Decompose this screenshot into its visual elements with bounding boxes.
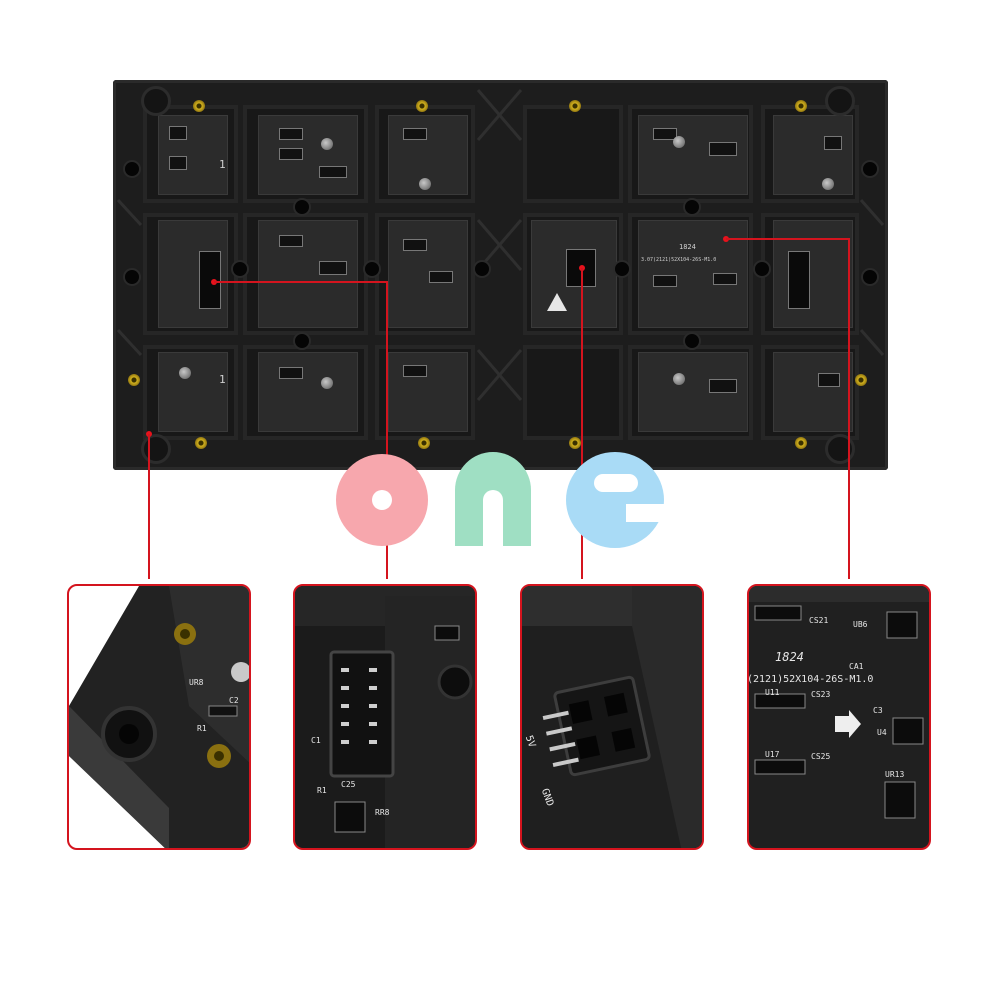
- led-module-back: 1 1824 3.07(2121)52X104-26S-M1.0: [113, 80, 888, 470]
- pcb-section: [258, 220, 358, 328]
- pcb-code: (2121)52X104-26S-M1.0: [747, 674, 874, 685]
- logo-letter-e: [566, 452, 668, 548]
- pcb-section: [258, 115, 358, 195]
- pcb-section: 1: [158, 352, 228, 432]
- pcb-section: [773, 115, 853, 195]
- mounting-hole: [293, 198, 311, 216]
- callout-line: [214, 281, 387, 283]
- silk-label: R1: [197, 724, 207, 733]
- silk-label: C3: [873, 706, 883, 715]
- mounting-hole: [613, 260, 631, 278]
- silk-label: CS21: [809, 616, 829, 625]
- pcb-code: 3.07(2121)52X104-26S-M1.0: [641, 257, 717, 263]
- brass-screw-insert: [569, 100, 581, 112]
- logo-letter-o: [336, 454, 428, 546]
- mounting-hole: [363, 260, 381, 278]
- silk-label: CS23: [811, 690, 831, 699]
- pcb-section: 1: [158, 115, 228, 195]
- pcb-section: 1824 3.07(2121)52X104-26S-M1.0: [638, 220, 748, 328]
- callout-line: [848, 238, 850, 579]
- silk-label: CA1: [849, 662, 864, 671]
- date-code: 1824: [679, 243, 696, 251]
- pcb-section: [158, 220, 228, 328]
- mounting-hole: [683, 332, 701, 350]
- brass-screw-insert: [416, 100, 428, 112]
- silk-label: UR13: [885, 770, 905, 779]
- pcb-section: [388, 115, 468, 195]
- pcb-section: [258, 352, 358, 432]
- pcb-section: [773, 352, 853, 432]
- brass-screw-insert: [193, 100, 205, 112]
- mounting-hole: [473, 260, 491, 278]
- mounting-hole: [861, 160, 879, 178]
- mounting-hole: [231, 260, 249, 278]
- silk-label: 1: [219, 373, 226, 386]
- brass-screw-insert: [795, 437, 807, 449]
- callout-line: [581, 268, 583, 579]
- brass-screw-insert: [855, 374, 867, 386]
- magnet: [825, 86, 855, 116]
- mounting-hole: [123, 268, 141, 286]
- silk-label: U17: [765, 750, 780, 759]
- pcb-section: [531, 220, 617, 328]
- pcb-section: [638, 352, 748, 432]
- silk-label: UR8: [189, 678, 204, 687]
- brass-screw-insert: [195, 437, 207, 449]
- callout-line: [386, 281, 388, 579]
- silk-label: C25: [341, 780, 356, 789]
- brass-screw-insert: [128, 374, 140, 386]
- silk-label: CS25: [811, 752, 831, 761]
- silk-label: U11: [765, 688, 780, 697]
- mounting-hole: [123, 160, 141, 178]
- zoom-driver-ic: CS21 UB6 1824 CA1 (2121)52X104-26S-M1.0 …: [747, 584, 931, 850]
- pcb-section: [388, 352, 468, 432]
- silk-label: U4: [877, 728, 887, 737]
- silk-label: UB6: [853, 620, 868, 629]
- callout-line: [726, 238, 849, 240]
- mounting-hole: [683, 198, 701, 216]
- zoom-magnet-corner: UR8 C2 R1: [67, 584, 251, 850]
- magnet: [141, 86, 171, 116]
- brass-screw-insert: [795, 100, 807, 112]
- silk-label: C1: [311, 736, 321, 745]
- frame-ribbing: [116, 89, 885, 401]
- date-code: 1824: [775, 650, 804, 664]
- logo-letter-n: [455, 452, 531, 546]
- mounting-hole: [861, 268, 879, 286]
- brass-screw-insert: [569, 437, 581, 449]
- pcb-section: [638, 115, 748, 195]
- zoom-power-connector: GND 5V: [520, 584, 704, 850]
- mounting-hole: [753, 260, 771, 278]
- brass-screw-insert: [418, 437, 430, 449]
- mounting-hole: [293, 332, 311, 350]
- silk-label: 1: [219, 158, 226, 171]
- pcb-section: [388, 220, 468, 328]
- silk-label: RR8: [375, 808, 390, 817]
- silk-label: R1: [317, 786, 327, 795]
- silk-label: C2: [229, 696, 239, 705]
- zoom-hub-connector: C1 R1 C25 RR8: [293, 584, 477, 850]
- pcb-section: [773, 220, 853, 328]
- callout-line: [148, 434, 150, 579]
- magnet: [141, 434, 171, 464]
- magnet: [825, 434, 855, 464]
